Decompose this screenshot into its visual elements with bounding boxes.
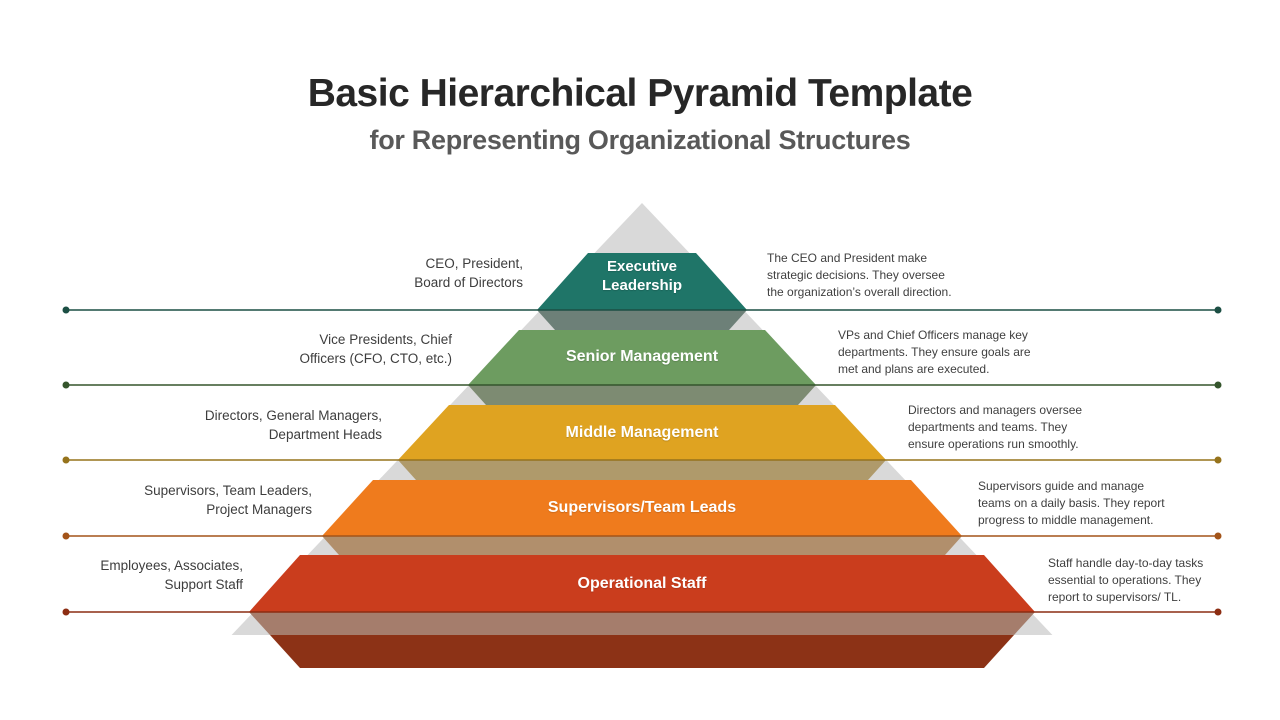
line-dot-left-5 (62, 608, 70, 616)
band-operational-staff (249, 555, 1035, 612)
band-supervisors-team-leads (322, 480, 962, 536)
left-label-middle-management: Directors, General Managers, Department … (204, 408, 382, 442)
band-middle-management (398, 405, 886, 460)
description-operational-staff: Staff handle day-to-day tasks essential … (1048, 556, 1204, 604)
line-dot-left-3 (62, 456, 70, 464)
reflection-shadow-2 (468, 385, 816, 405)
band-label-middle-management: Middle Management (565, 424, 719, 441)
left-label-operational-staff: Employees, Associates, Support Staff (100, 558, 243, 592)
header: Basic Hierarchical Pyramid Template for … (0, 72, 1280, 156)
band-label-executive-leadership: Executive Leadership (601, 258, 683, 294)
band-senior-management (468, 330, 816, 385)
line-dot-left-4 (62, 532, 70, 540)
line-dot-left-2 (62, 381, 70, 389)
description-middle-management: Directors and managers oversee departmen… (908, 403, 1083, 451)
left-label-supervisors-team-leads: Supervisors, Team Leaders, Project Manag… (144, 483, 312, 517)
reflection-shadow-5-lower (270, 635, 1014, 668)
left-label-senior-management: Vice Presidents, Chief Officers (CFO, CT… (299, 332, 452, 366)
reflection-shadow-4 (322, 536, 962, 555)
reflection-shadow-1 (537, 310, 747, 330)
band-label-operational-staff: Operational Staff (577, 575, 707, 592)
line-dot-right-1 (1214, 306, 1222, 314)
line-dot-left-1 (62, 306, 70, 314)
band-label-senior-management: Senior Management (565, 348, 719, 365)
band-executive-leadership (537, 253, 747, 310)
description-supervisors-team-leads: Supervisors guide and manage teams on a … (978, 479, 1165, 527)
page-title: Basic Hierarchical Pyramid Template (307, 72, 973, 115)
description-executive-leadership: The CEO and President make strategic dec… (767, 251, 952, 299)
line-dot-right-2 (1214, 381, 1222, 389)
band-label-supervisors-team-leads: Supervisors/Team Leads (547, 499, 737, 516)
reflection-shadow-3 (398, 460, 886, 480)
line-dot-right-3 (1214, 456, 1222, 464)
line-dot-right-4 (1214, 532, 1222, 540)
left-label-executive-leadership: CEO, President, Board of Directors (414, 256, 523, 290)
reflection-shadow-5-upper (249, 612, 1035, 635)
line-dot-right-5 (1214, 608, 1222, 616)
page-subtitle: for Representing Organizational Structur… (369, 124, 911, 155)
description-senior-management: VPs and Chief Officers manage key depart… (838, 328, 1031, 376)
